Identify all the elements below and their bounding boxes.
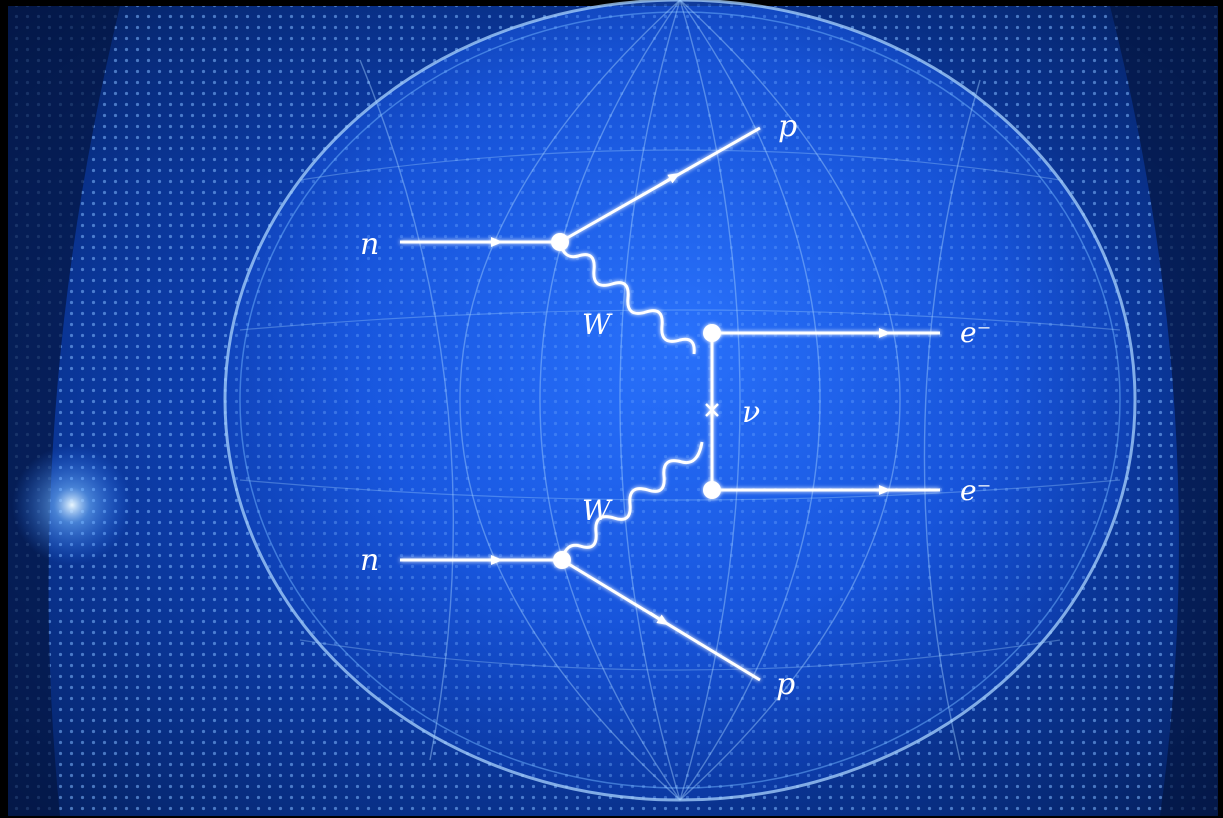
label-electron-top: e⁻ (960, 316, 991, 349)
label-neutron-top: n (360, 227, 379, 262)
label-proton-top: p (778, 109, 797, 144)
vertex-top-left (551, 233, 569, 251)
label-proton-bottom: p (776, 667, 795, 702)
light-flare-icon (12, 445, 132, 565)
vertex-top-right (703, 324, 721, 342)
label-electron-bottom: e⁻ (960, 474, 991, 507)
acrylic-sphere (225, 0, 1135, 800)
label-w-bottom: W (582, 494, 613, 527)
label-neutron-bottom: n (360, 543, 379, 578)
label-neutrino: ν (742, 395, 760, 430)
label-w-top: W (582, 308, 613, 341)
vertex-bottom-right (703, 481, 721, 499)
vertex-bottom-left (553, 551, 571, 569)
